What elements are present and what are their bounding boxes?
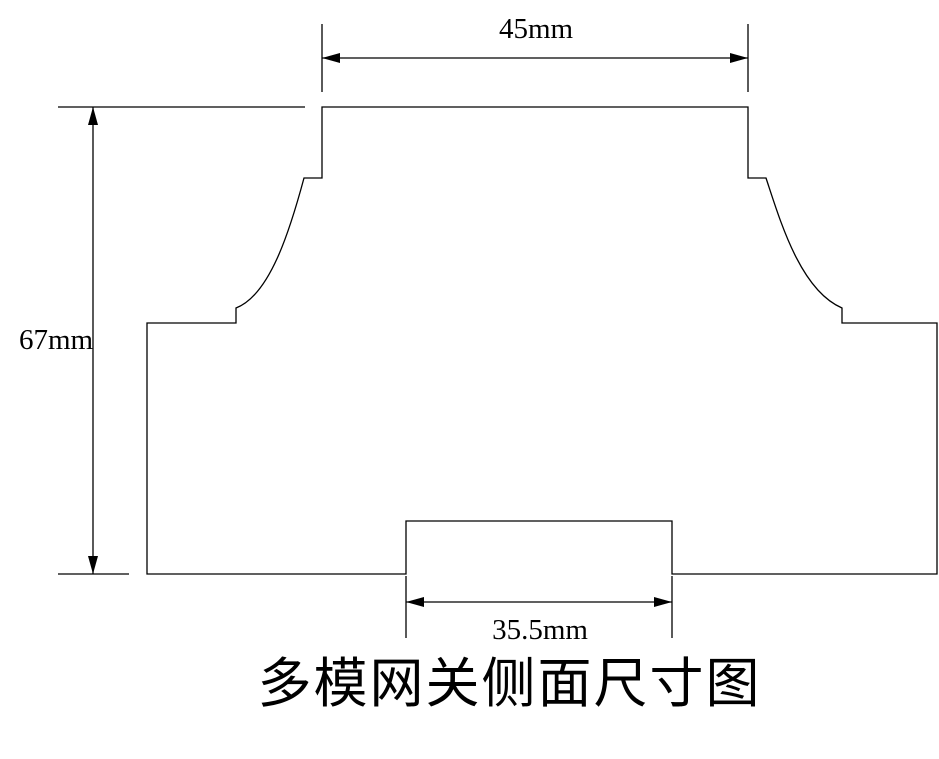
bottom-width-dimension: 35.5mm (405, 576, 673, 646)
drawing-caption: 多模网关侧面尺寸图 (257, 652, 762, 715)
top-width-dimension: 45mm (321, 13, 749, 92)
device-side-profile (146, 106, 938, 575)
left-arrow-top (88, 107, 98, 125)
width-label: 45mm (499, 13, 574, 45)
bottom-arrow-right (654, 597, 672, 607)
height-label: 67mm (19, 324, 94, 356)
bottom-arrow-left (406, 597, 424, 607)
bottom-label: 35.5mm (492, 614, 588, 646)
top-arrow-left (322, 53, 340, 63)
left-arrow-bottom (88, 556, 98, 574)
top-arrow-right (730, 53, 748, 63)
left-height-dimension: 67mm (19, 106, 305, 575)
